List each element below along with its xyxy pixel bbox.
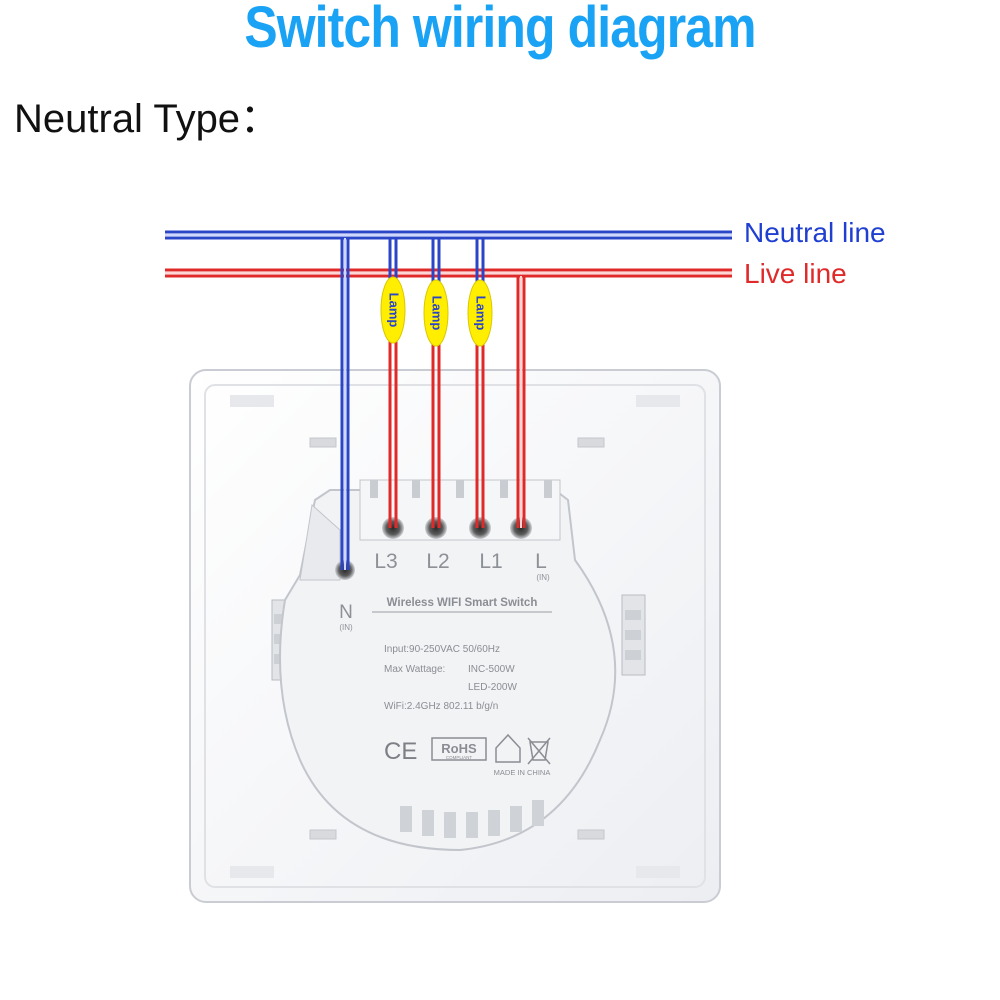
live-line-label: Live line — [744, 258, 847, 289]
diagram-title: Switch wiring diagram — [244, 0, 756, 60]
neutral-wire-to-n — [340, 238, 350, 570]
neutral-line-label: Neutral line — [744, 217, 886, 248]
terminal-l1-hole — [469, 517, 491, 539]
made-in-label: MADE IN CHINA — [494, 768, 551, 777]
side-clip-right — [621, 594, 646, 676]
terminal-n-label: N — [339, 602, 353, 623]
rohs-sub-label: COMPLIANT — [446, 755, 473, 760]
terminal-l2-hole — [425, 517, 447, 539]
ce-mark: CE — [384, 738, 417, 765]
terminal-l1-label: L1 — [479, 550, 502, 573]
device-max-inc: INC-500W — [468, 664, 515, 675]
rohs-badge — [431, 737, 487, 761]
indoor-use-icon — [495, 733, 521, 763]
terminal-l3-label: L3 — [374, 550, 397, 573]
lamp-3-label: Lamp — [474, 296, 489, 331]
lamp-wire-l2 — [431, 238, 441, 528]
weee-bin-icon — [527, 737, 551, 765]
lamp-2: Lamp — [423, 279, 449, 347]
device-max-wattage-label: Max Wattage: — [384, 664, 445, 675]
live-line — [165, 268, 732, 278]
rohs-label: RoHS — [441, 741, 477, 756]
terminal-l2-label: L2 — [426, 550, 449, 573]
neutral-line — [165, 230, 732, 240]
terminal-l3-hole — [382, 517, 404, 539]
lamp-1-label: Lamp — [387, 293, 402, 328]
device-input-spec: Input:90-250VAC 50/60Hz — [384, 644, 500, 655]
device-wifi-spec: WiFi:2.4GHz 802.11 b/g/n — [384, 701, 498, 712]
device-name: Wireless WIFI Smart Switch — [387, 597, 538, 609]
live-wire-to-l — [516, 276, 526, 528]
terminal-l-label: L — [535, 550, 547, 573]
neutral-type-heading: Neutral Type： — [14, 97, 281, 141]
device-max-led: LED-200W — [468, 682, 517, 693]
switch-module — [279, 479, 617, 852]
lamp-1: Lamp — [380, 276, 406, 344]
terminal-l-sub: (IN) — [536, 573, 550, 582]
lamp-3: Lamp — [467, 279, 493, 347]
lamp-2-label: Lamp — [430, 296, 445, 331]
terminal-n-sub: (IN) — [339, 623, 353, 632]
